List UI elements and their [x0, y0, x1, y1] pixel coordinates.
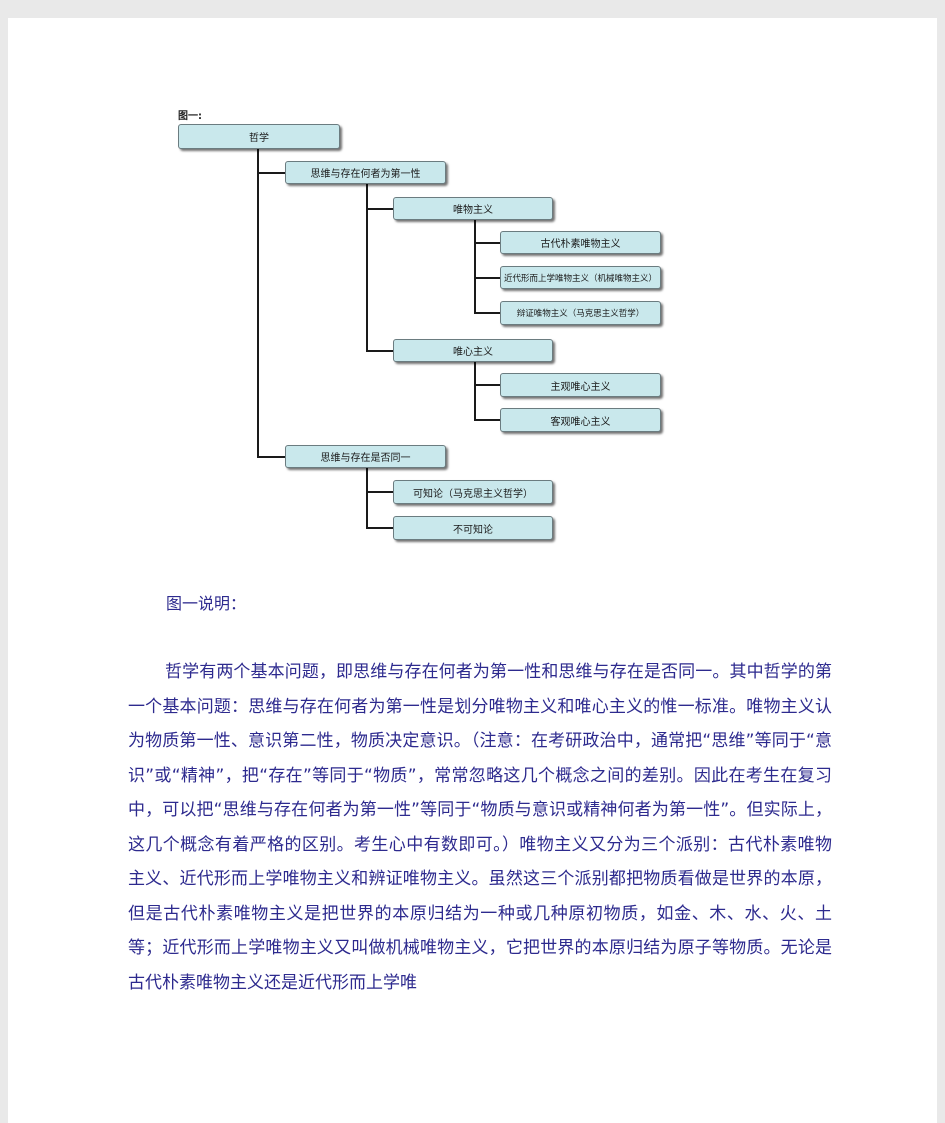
node-thinking-existence-identity: 思维与存在是否同一	[285, 445, 446, 468]
node-objective-idealism: 客观唯心主义	[500, 408, 661, 432]
connector-line	[366, 350, 393, 352]
node-philosophy: 哲学	[178, 124, 340, 149]
node-modern-materialism: 近代形而上学唯物主义（机械唯物主义）	[500, 266, 661, 289]
connector-line	[257, 456, 285, 458]
node-subjective-idealism: 主观唯心主义	[500, 373, 661, 397]
connector-line	[474, 312, 500, 314]
node-agnosticism-knowable: 可知论（马克思主义哲学）	[393, 480, 553, 504]
connector-line	[474, 242, 500, 244]
figure-label: 图一:	[178, 111, 202, 122]
node-ancient-materialism: 古代朴素唯物主义	[500, 231, 661, 254]
node-dialectical-materialism: 辩证唯物主义（马克思主义哲学）	[500, 301, 661, 325]
connector-line	[366, 468, 368, 529]
connector-line	[366, 491, 393, 493]
connector-line	[366, 183, 368, 352]
connector-line	[257, 149, 259, 458]
figure-caption: 图一说明：	[166, 594, 247, 613]
connector-line	[474, 384, 500, 386]
connector-line	[366, 527, 393, 529]
connector-line	[474, 419, 500, 421]
node-idealism: 唯心主义	[393, 339, 553, 362]
connector-line	[474, 220, 476, 314]
body-paragraph: 哲学有两个基本问题，即思维与存在何者为第一性和思维与存在是否同一。其中哲学的第一…	[128, 662, 832, 993]
connector-line	[474, 362, 476, 421]
connector-line	[257, 172, 285, 174]
node-agnosticism: 不可知论	[393, 516, 553, 540]
node-thinking-existence-primacy: 思维与存在何者为第一性	[285, 161, 446, 184]
connector-line	[366, 208, 393, 210]
connector-line	[474, 277, 500, 279]
node-materialism: 唯物主义	[393, 197, 553, 220]
